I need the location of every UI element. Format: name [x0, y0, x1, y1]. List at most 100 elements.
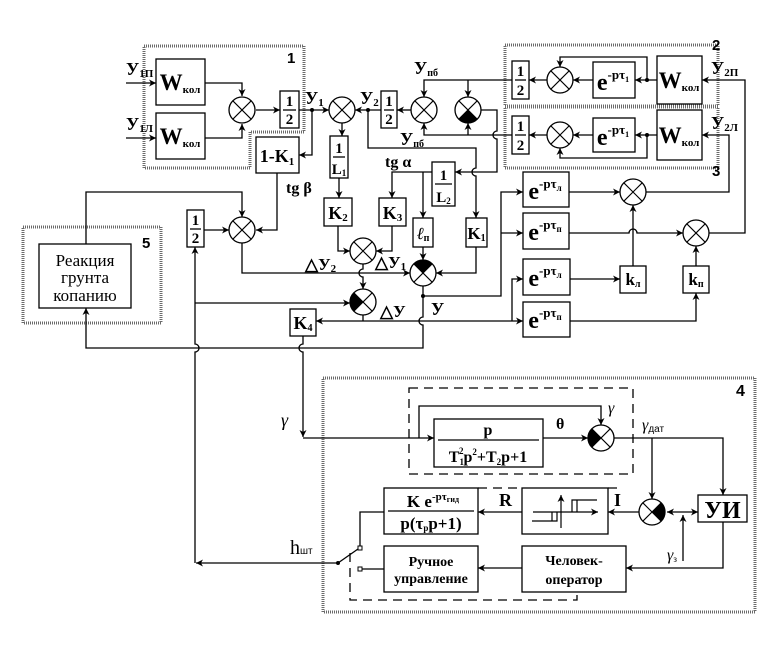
wire-gamma-feedback — [418, 405, 605, 438]
block-inv-l2[interactable]: 1 L2 — [431, 161, 456, 207]
summer-right-p — [682, 219, 710, 247]
group-4-frame — [321, 376, 757, 614]
svg-text:K4: K4 — [293, 313, 312, 334]
block-half-left[interactable]: 1 2 — [186, 209, 205, 248]
inv-l1-num: 1 — [335, 141, 343, 157]
svg-text:kп: kп — [688, 270, 703, 290]
signal-R: R — [499, 490, 513, 510]
signal-gamma: γ — [281, 410, 289, 430]
half-3-den: 2 — [517, 138, 525, 154]
block-sensor-transfer-function[interactable]: p T12p2+T2p+1 — [433, 418, 544, 468]
svg-text:У2П: У2П — [711, 58, 739, 79]
signal-dy1: △У — [374, 253, 401, 272]
w-kol-2-main: W — [659, 68, 682, 93]
summer-dy — [349, 237, 377, 265]
half-y2-den: 2 — [385, 112, 393, 128]
summer-cross-icon — [353, 292, 373, 312]
block-delay-p-1[interactable]: e-pτп — [522, 212, 570, 250]
half-1-num: 1 — [286, 94, 294, 110]
svg-text:p(τрp+1): p(τрp+1) — [400, 514, 461, 533]
svg-text:kл: kл — [625, 270, 640, 290]
block-relay-hysteresis[interactable] — [521, 487, 609, 535]
svg-text:K e-pτгид: K e-pτгид — [407, 491, 459, 511]
signal-gamma-dat-sub: дат — [648, 424, 664, 435]
svg-text:Wкол: Wкол — [659, 68, 700, 94]
k4-main: K — [293, 313, 307, 333]
block-w-kol-1l[interactable]: Wкол — [155, 112, 206, 160]
junctions — [310, 78, 649, 572]
block-half-y2[interactable]: 1 2 — [380, 90, 398, 129]
sensor-tf-T: T — [449, 449, 460, 466]
sensor-tf-num: p — [484, 422, 493, 439]
block-delay-p-2[interactable]: e-pτп — [522, 301, 571, 338]
junction-dot — [366, 108, 370, 112]
block-hydraulic-drive[interactable]: K e-pτгид p(τрp+1) — [383, 487, 479, 535]
delay-p-1-exp: -pτ — [539, 217, 557, 232]
half-y2-num: 1 — [385, 94, 393, 110]
svg-text:L1: L1 — [332, 162, 347, 178]
signal-theta: θ — [556, 416, 564, 433]
block-w-kol-2[interactable]: Wкол — [656, 55, 703, 105]
block-delay-l-1[interactable]: e-pτл — [522, 171, 570, 208]
summer-cross-icon — [232, 100, 252, 120]
block-one-minus-k1[interactable]: 1-K1 — [255, 136, 300, 174]
operator-line-1: Человек- — [545, 554, 603, 569]
wire-dy-to-delay-l2 — [511, 275, 523, 321]
delay-l-1-base: e — [528, 179, 539, 205]
signal-y1p-sub: 1П — [139, 68, 154, 80]
block-ui-indicator[interactable]: УИ — [697, 494, 748, 524]
ui-label: УИ — [704, 498, 741, 524]
wire-g3-feedback — [556, 135, 648, 159]
signal-y1l-sub: 1Л — [139, 123, 154, 135]
svg-text:Wкол: Wкол — [160, 124, 201, 150]
block-manual-control[interactable]: Ручное управление — [383, 545, 479, 593]
signal-dy: △У — [379, 302, 406, 321]
block-delay-2[interactable]: e-pτ1 — [592, 61, 636, 99]
w-kol-3-main: W — [659, 123, 682, 148]
block-half-2[interactable]: 1 2 — [511, 60, 530, 100]
block-half-3[interactable]: 1 2 — [511, 115, 530, 155]
block-l-p[interactable]: ℓп — [412, 217, 434, 248]
sensor-tf-T2-sub: 2 — [497, 457, 502, 467]
block-soil-reaction[interactable]: Реакция грунта копанию — [38, 243, 132, 309]
summer-cross-icon — [413, 263, 433, 283]
svg-text:У1: У1 — [305, 88, 324, 109]
block-half-1[interactable]: 1 2 — [279, 90, 300, 129]
signal-y1-sub: 1 — [318, 97, 324, 109]
block-w-kol-3[interactable]: Wкол — [656, 109, 703, 161]
block-k-p[interactable]: kп — [682, 265, 710, 294]
block-w-kol-1p[interactable]: Wкол — [155, 58, 206, 106]
summer-ypb-plain — [410, 96, 438, 124]
signal-ypb-top: У — [414, 58, 427, 78]
svg-text:△У1: △У1 — [374, 253, 406, 273]
block-k3[interactable]: K3 — [378, 197, 407, 227]
group-3-frame — [503, 105, 720, 170]
summer-cross-icon — [353, 241, 373, 261]
block-delay-3[interactable]: e-pτ1 — [592, 117, 636, 153]
delay-p-1-base: e — [528, 220, 539, 246]
block-inv-l1[interactable]: 1 L1 — [329, 135, 349, 179]
switch-lever[interactable] — [337, 548, 359, 564]
k-l-sub: л — [635, 279, 641, 290]
k3-main: K — [383, 203, 397, 223]
delay-3-base: e — [597, 125, 608, 151]
signal-y2p-sub: 2П — [724, 67, 739, 79]
summer-delta-y — [349, 288, 377, 316]
wire-ypb-bottom — [420, 123, 512, 136]
block-k-l[interactable]: kл — [619, 265, 647, 294]
block-k2[interactable]: K2 — [323, 197, 353, 227]
inv-l1-den-sub: 1 — [342, 168, 347, 178]
switch-pivot — [336, 561, 340, 565]
summer-cross-icon — [232, 220, 252, 240]
block-k1[interactable]: K1 — [465, 217, 488, 248]
block-delay-l-2[interactable]: e-pτл — [522, 258, 571, 296]
one-minus-k1-sub: 1 — [289, 156, 295, 168]
signal-ypb-bottom-sub: пб — [413, 139, 424, 150]
sensor-tf-p-sup: 2 — [472, 447, 477, 457]
block-k4[interactable]: K4 — [289, 308, 317, 337]
svg-text:K2: K2 — [328, 203, 348, 224]
junction-dot — [421, 294, 425, 298]
block-human-operator[interactable]: Человек- оператор — [521, 545, 627, 593]
wire-tg-alpha-to-k3 — [388, 171, 432, 198]
summer-negative-sector — [458, 110, 478, 123]
